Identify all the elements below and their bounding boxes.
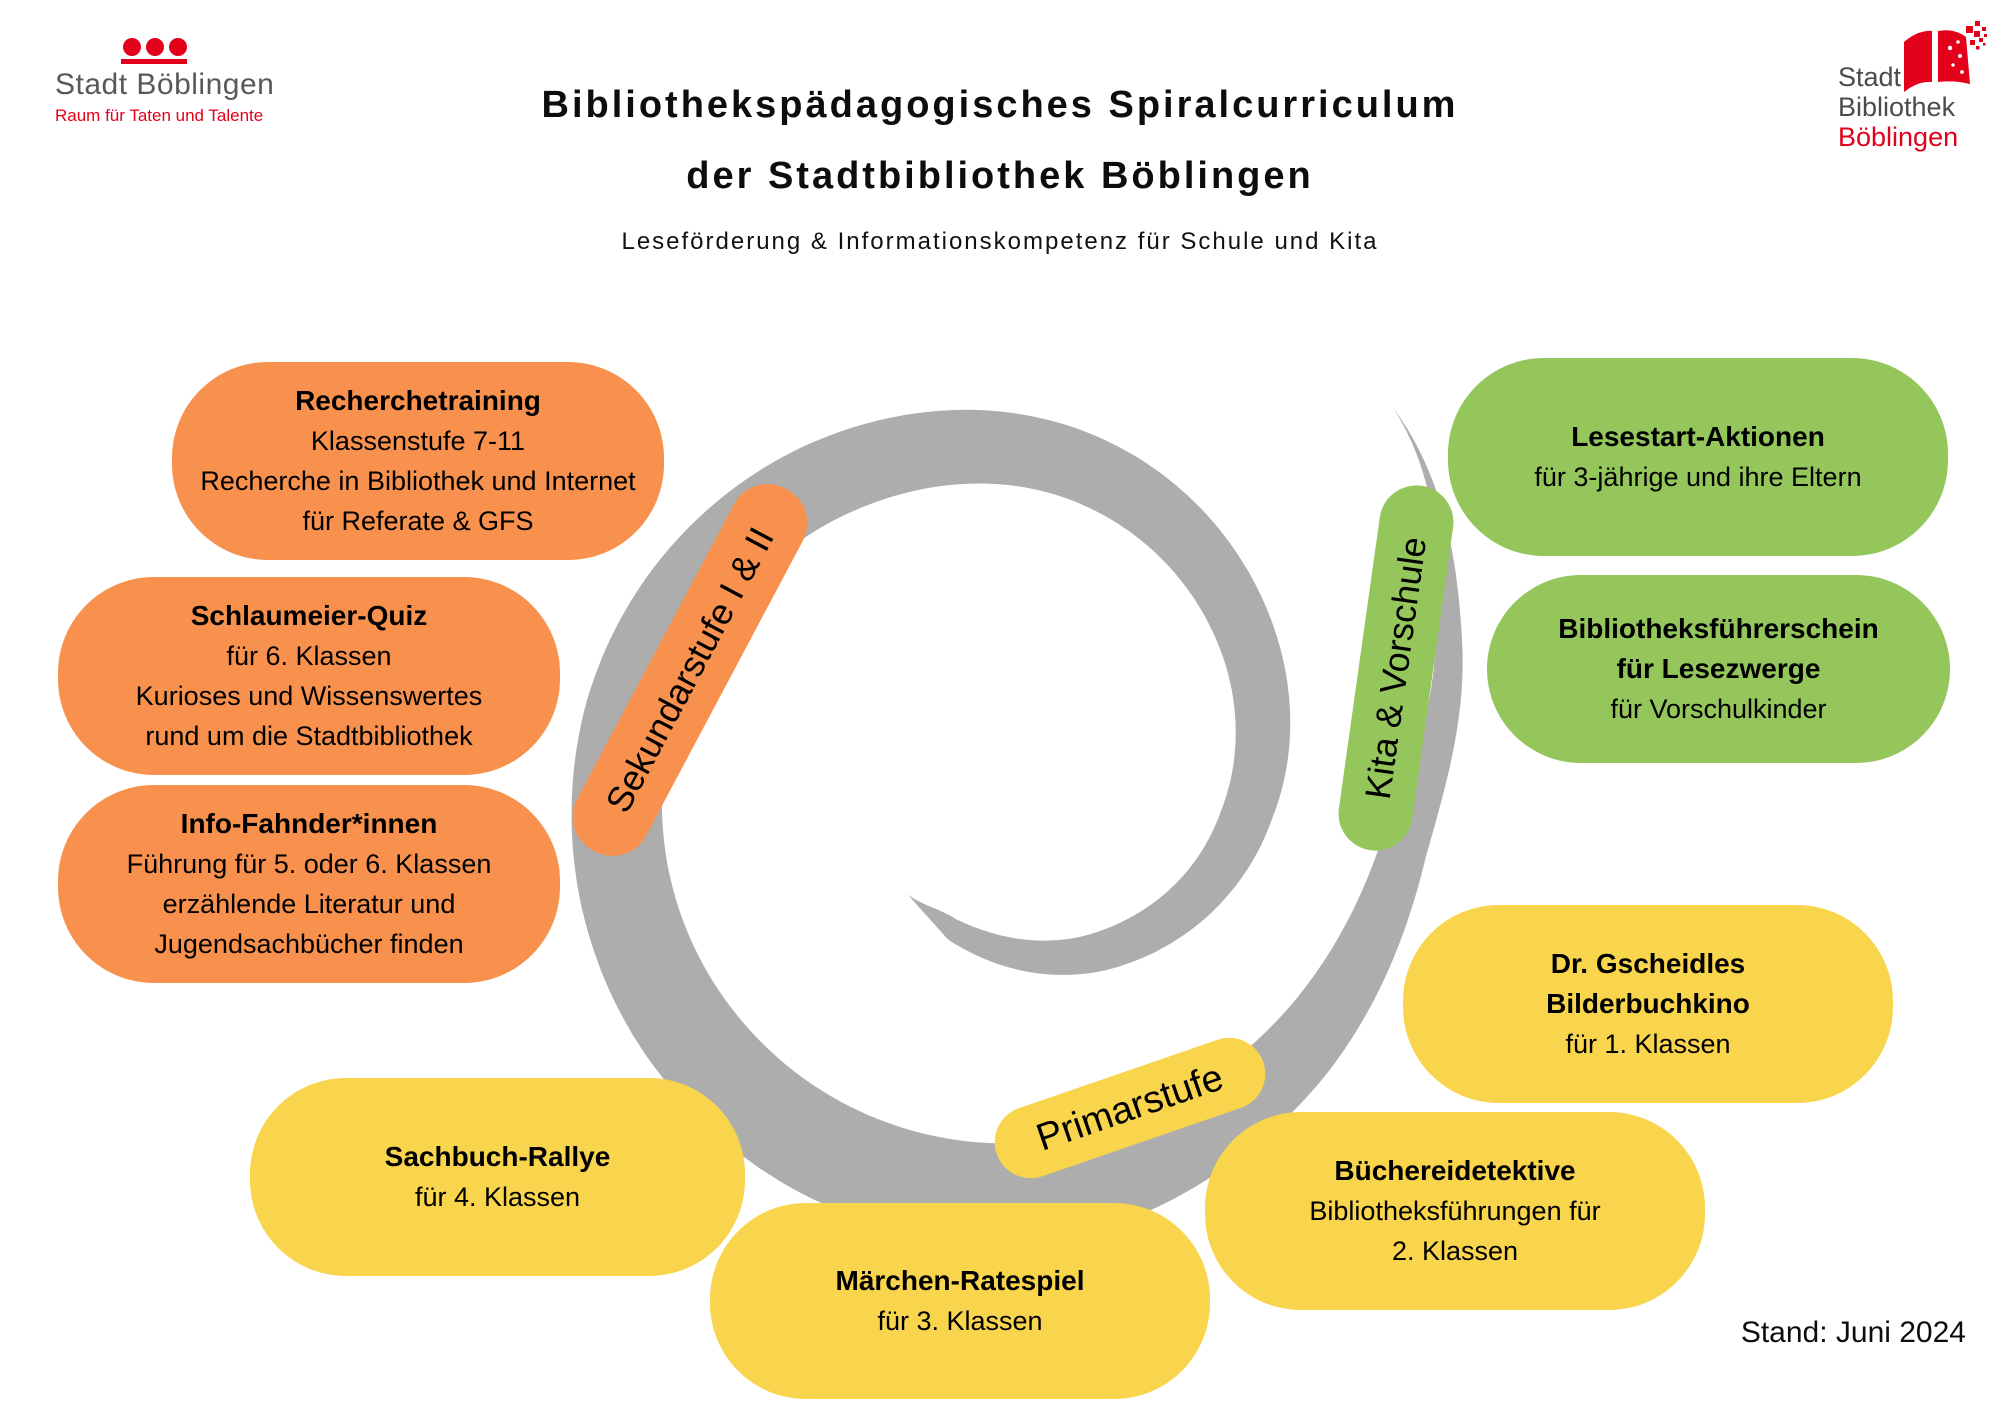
- bubble-line: Bibliotheksführungen für: [1309, 1196, 1601, 1226]
- bubble-dr-gscheidles-bilderbuchkino: Dr. Gscheidles Bilderbuchkino für 1. Kla…: [1403, 905, 1893, 1103]
- bubble-title: Bilderbuchkino: [1546, 988, 1750, 1019]
- bubble-buechereidetektive: Büchereidetektive Bibliotheksführungen f…: [1205, 1112, 1705, 1310]
- bubble-line: Jugendsachbücher finden: [154, 929, 464, 959]
- three-dots-icon: [123, 38, 285, 56]
- bubble-title: Dr. Gscheidles: [1550, 948, 1746, 979]
- open-book-icon: [1904, 21, 1987, 92]
- bubble-sachbuch-rallye: Sachbuch-Rallye für 4. Klassen: [250, 1078, 745, 1276]
- bubble-line: Recherche in Bibliothek und Internet: [200, 466, 636, 496]
- bubble-line: Führung für 5. oder 6. Klassen: [126, 849, 492, 879]
- bubble-title: Büchereidetektive: [1334, 1155, 1576, 1186]
- dot-icon: [169, 38, 187, 56]
- library-logo-text: Stadt Bibliothek Böblingen: [1838, 62, 1958, 152]
- city-logo-tagline: Raum für Taten und Talente: [55, 106, 264, 125]
- bubble-schlaumeier-quiz: Schlaumeier-Quiz für 6. Klassen Kurioses…: [58, 577, 560, 775]
- bubble-line: für 3. Klassen: [877, 1306, 1043, 1336]
- library-logo-line2: Bibliothek: [1838, 92, 1956, 122]
- bubble-title: Märchen-Ratespiel: [835, 1265, 1085, 1296]
- bubble-line: rund um die Stadtbibliothek: [145, 721, 473, 751]
- bubble-title: Recherchetraining: [295, 385, 541, 416]
- stadt-boeblingen-logo: Stadt Böblingen Raum für Taten und Talen…: [55, 38, 285, 126]
- bubble-line: 2. Klassen: [1391, 1236, 1519, 1266]
- city-logo-name: Stadt Böblingen: [55, 68, 275, 101]
- bubble-line: für 6. Klassen: [226, 641, 392, 671]
- bubble-title: Lesestart-Aktionen: [1571, 421, 1825, 452]
- dot-icon: [123, 38, 141, 56]
- bubble-recherchetraining: Recherchetraining Klassenstufe 7-11 Rech…: [172, 362, 664, 560]
- bubble-line: für Vorschulkinder: [1610, 694, 1827, 724]
- bubble-line: erzählende Literatur und: [162, 889, 456, 919]
- library-logo-line3: Böblingen: [1838, 122, 1959, 152]
- bubble-title: Schlaumeier-Quiz: [190, 600, 428, 631]
- library-logo-line1: Stadt: [1838, 62, 1902, 92]
- bubble-line: Kurioses und Wissenswertes: [135, 681, 483, 711]
- bubble-title: Bibliotheksführerschein: [1558, 613, 1879, 644]
- logo-underline: [121, 59, 187, 64]
- bubble-title: für Lesezwerge: [1616, 653, 1821, 684]
- bubble-info-fahnderinnen: Info-Fahnder*innen Führung für 5. oder 6…: [58, 785, 560, 983]
- dot-icon: [146, 38, 164, 56]
- bubble-line: Klassenstufe 7-11: [310, 426, 526, 456]
- bubble-lesestart-aktionen: Lesestart-Aktionen für 3-jährige und ihr…: [1448, 358, 1948, 556]
- bubble-title: Sachbuch-Rallye: [384, 1141, 611, 1172]
- bubble-line: für 4. Klassen: [414, 1182, 581, 1212]
- bubble-bibliotheksfuehrerschein: Bibliotheksführerschein für Lesezwerge f…: [1487, 575, 1950, 763]
- bubble-title: Info-Fahnder*innen: [180, 808, 438, 839]
- bubble-line: für Referate & GFS: [302, 506, 534, 536]
- stand-date-note: Stand: Juni 2024: [1740, 1316, 1966, 1349]
- bubble-maerchen-ratespiel: Märchen-Ratespiel für 3. Klassen: [710, 1203, 1210, 1399]
- bubble-line: für 1. Klassen: [1565, 1029, 1731, 1059]
- bubble-line: für 3-jährige und ihre Eltern: [1534, 462, 1862, 492]
- stadtbibliothek-logo: Stadt Bibliothek Böblingen: [1828, 18, 1988, 158]
